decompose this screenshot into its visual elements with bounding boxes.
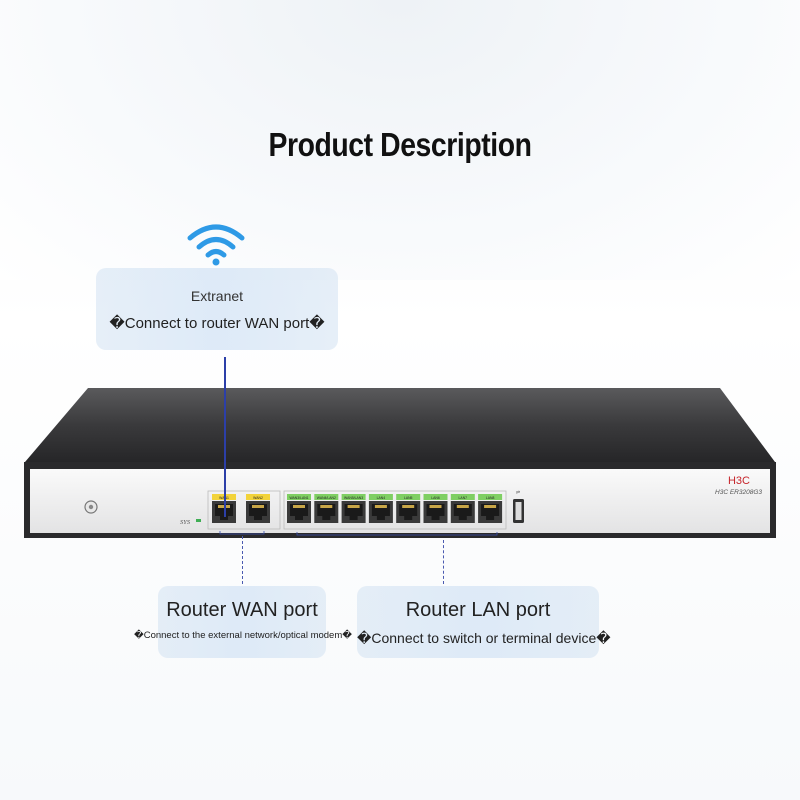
lan-port-2-label-bg xyxy=(314,494,339,500)
background xyxy=(0,0,800,280)
extranet-label: Extranet xyxy=(190,288,244,304)
page-title: Product Description xyxy=(268,126,532,163)
wan-port-2-label: WAN2 xyxy=(253,496,263,500)
wan-callout-title: Router WAN port xyxy=(166,599,318,621)
lan-port-6-pins xyxy=(429,505,442,508)
model-label: H3C ER3208G3 xyxy=(715,489,762,496)
lan-callout: Router LAN port �Connect to switch or te… xyxy=(357,586,611,658)
lan-port-5-label-bg xyxy=(396,494,421,500)
lan-callout-description: �Connect to switch or terminal device� xyxy=(357,630,611,646)
lan-port-4-pins xyxy=(374,505,387,508)
lan-port-3-pins xyxy=(347,505,360,508)
router-top-cover xyxy=(25,388,775,462)
lan-port-7-pins xyxy=(456,505,469,508)
lan-port-6-label: LAN6 xyxy=(431,496,440,500)
lan-port-7-label-bg xyxy=(450,494,475,500)
lan-callout-title: Router LAN port xyxy=(405,599,551,621)
lan-port-2-pins xyxy=(320,505,333,508)
usb-port-inner xyxy=(515,502,522,520)
lan-port-2-label: WAN4/LAN2 xyxy=(317,496,336,500)
wifi-icon xyxy=(187,224,245,266)
lan-port-5-pins xyxy=(402,505,415,508)
usb-icon: ⇌ xyxy=(516,490,520,496)
sys-led xyxy=(196,519,201,522)
brand-logo: H3C xyxy=(728,475,750,487)
lan-port-1-label: WAN3/LAN1 xyxy=(289,496,308,500)
lan-port-8-label: LAN8 xyxy=(486,496,495,500)
wan-callout-description: �Connect to the external network/optical… xyxy=(133,630,353,641)
lan-port-5-label: LAN5 xyxy=(404,496,413,500)
wan-port-2-pins xyxy=(252,505,264,508)
lan-port-1-pins xyxy=(293,505,305,508)
extranet-connector-line xyxy=(224,357,226,517)
wan-bracket xyxy=(219,531,265,535)
sys-label: SYS xyxy=(180,519,191,526)
port-group: WAN1WAN2WAN3/LAN1WAN4/LAN2WAN5/LAN3LAN4L… xyxy=(207,490,507,536)
lan-port-4-label: LAN4 xyxy=(377,496,386,500)
lan-port-frame xyxy=(283,490,507,530)
wan-port-frame xyxy=(207,490,281,530)
lan-bracket xyxy=(296,532,498,536)
extranet-callout: Extranet �Connect to router WAN port� xyxy=(96,268,338,350)
lan-port-3-label: WAN5/LAN3 xyxy=(344,496,363,500)
lan-connector-line xyxy=(443,540,444,584)
wan-callout: Router WAN port �Connect to the external… xyxy=(134,586,352,658)
lan-port-8-pins xyxy=(484,505,497,508)
wan-port-2-label-bg xyxy=(246,494,270,500)
lan-port-8-label-bg xyxy=(478,494,503,500)
extranet-description: �Connect to router WAN port� xyxy=(109,315,325,332)
lan-port-1-label-bg xyxy=(287,494,311,500)
reset-button-center xyxy=(88,504,94,510)
wan-connector-line xyxy=(242,536,243,584)
lan-port-3-label-bg xyxy=(341,494,366,500)
lan-port-6-label-bg xyxy=(423,494,448,500)
lan-port-4-label-bg xyxy=(368,494,393,500)
lan-port-7-label: LAN7 xyxy=(459,496,468,500)
